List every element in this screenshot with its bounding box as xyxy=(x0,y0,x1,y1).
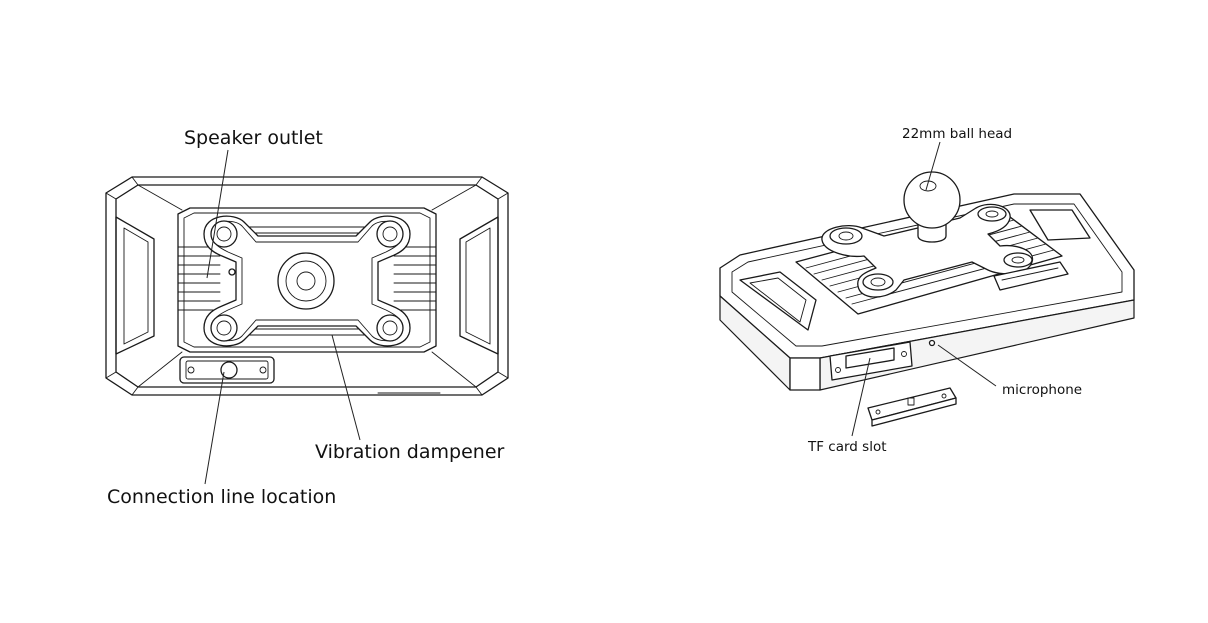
center-ball-mount xyxy=(277,252,335,310)
microphone-leader xyxy=(937,344,997,387)
iso-top-slot xyxy=(993,261,1069,291)
iso-mic-hole xyxy=(928,339,936,347)
ball-head-label: 22mm ball head xyxy=(902,126,1012,142)
tf-card-slot-label: TF card slot xyxy=(807,439,887,455)
tf-card-slot-leader xyxy=(851,357,871,437)
iso-left-vent xyxy=(739,271,817,331)
top-view-device xyxy=(105,176,509,396)
mount-screws xyxy=(210,220,404,342)
ball-head-leader xyxy=(925,141,941,191)
iso-view-device xyxy=(719,171,1135,427)
speaker-hole xyxy=(228,268,236,276)
connection-port xyxy=(179,356,275,384)
connection-line-location-label: Connection line location xyxy=(107,486,336,508)
right-side-vent xyxy=(459,216,499,355)
iso-ball-head xyxy=(903,171,961,243)
microphone-label: microphone xyxy=(1002,382,1082,398)
iso-tf-cover xyxy=(867,387,957,427)
connection-line-leader xyxy=(204,371,225,485)
vibration-dampener-leader xyxy=(331,334,361,441)
speaker-outlet-label: Speaker outlet xyxy=(184,127,323,149)
vibration-dampener-label: Vibration dampener xyxy=(315,441,505,463)
speaker-outlet-leader xyxy=(206,149,229,279)
iso-mount-bracket xyxy=(821,203,1034,298)
cooling-fins xyxy=(177,226,437,336)
left-side-vent xyxy=(115,216,155,355)
iso-right-vent xyxy=(1029,209,1091,241)
